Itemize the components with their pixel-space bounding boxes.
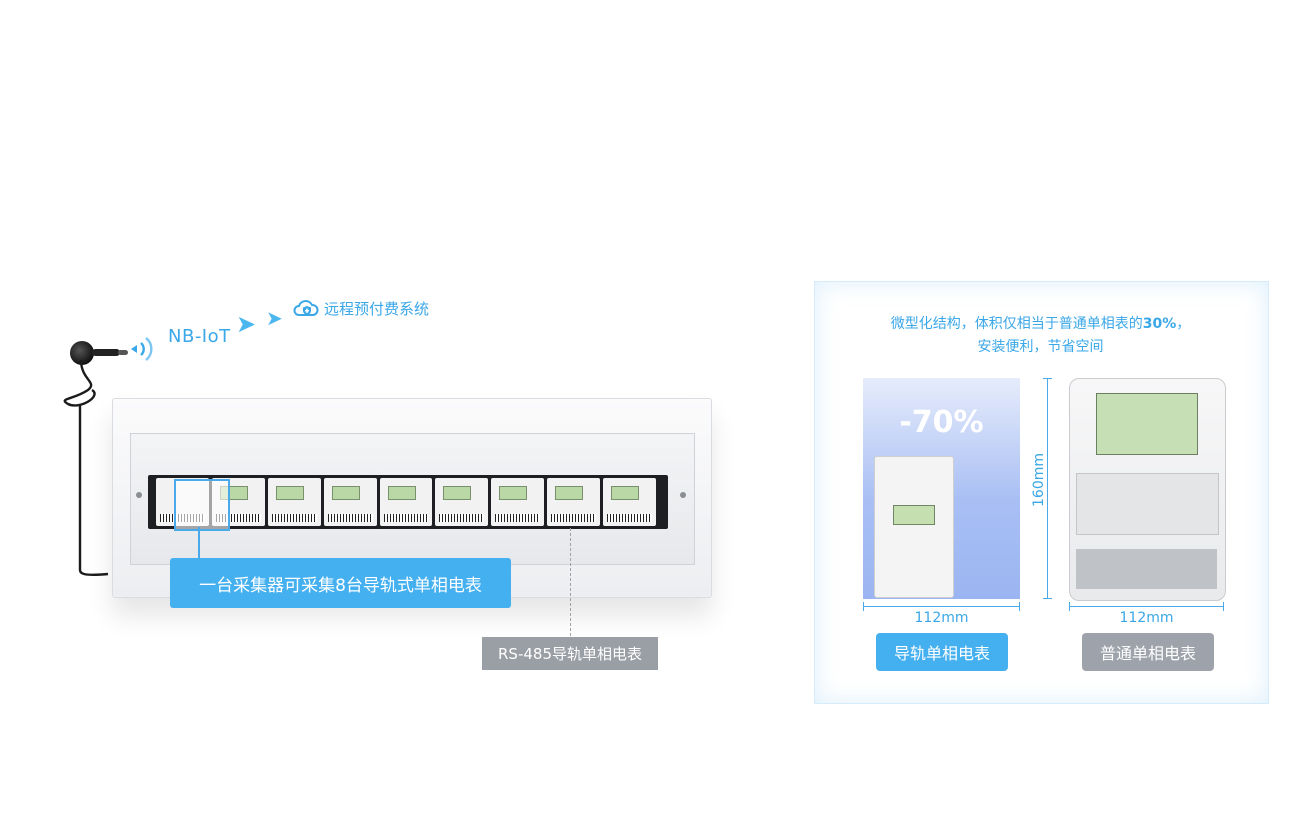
description-text-2: 安装便利，节省空间 — [977, 339, 1104, 355]
rail-width-dimension-line — [863, 602, 1020, 611]
comparison-description: 微型化结构，体积仅相当于普通单相表的30%， 安装便利，节省空间 — [814, 313, 1267, 359]
collector-callout: 一台采集器可采集8台导轨式单相电表 — [170, 558, 511, 608]
cabinet-screw — [680, 492, 686, 498]
antenna-arm — [92, 349, 120, 356]
antenna-cable — [63, 360, 109, 576]
nb-iot-label: NB-IoT — [168, 326, 231, 347]
standard-meter-image — [1069, 378, 1226, 601]
rs485-meter-label: RS-485导轨单相电表 — [482, 637, 658, 670]
cloud-system-text: 远程预付费系统 — [324, 299, 430, 318]
reduction-percent: -70% — [899, 405, 984, 440]
rail-meter-tag[interactable]: 导轨单相电表 — [876, 633, 1008, 671]
callout-connector — [198, 527, 200, 559]
standard-width-dimension-line — [1069, 602, 1224, 611]
meter-strip — [156, 478, 657, 526]
cloud-system-label: 远程预付费系统 — [292, 296, 429, 320]
rail-meter — [267, 478, 321, 526]
description-text: 微型化结构，体积仅相当于普通单相表的 — [890, 316, 1143, 332]
rail-meter — [379, 478, 433, 526]
rail-meter — [603, 478, 657, 526]
height-dimension-line — [1043, 378, 1052, 599]
wifi-signal-icon — [131, 337, 153, 361]
meter-pointer-line — [570, 528, 571, 636]
height-dimension-label: 160mm — [1031, 453, 1047, 507]
cloud-shield-icon — [293, 300, 319, 316]
rail-meter — [323, 478, 377, 526]
rail-meter — [547, 478, 601, 526]
standard-meter-tag[interactable]: 普通单相电表 — [1082, 633, 1214, 671]
cabinet-screw — [136, 492, 142, 498]
rail-meter — [435, 478, 489, 526]
arrow-chevron-icon: ➤ — [236, 310, 257, 338]
arrow-chevron-icon: ➤ — [266, 306, 283, 330]
description-punct: ， — [1176, 316, 1191, 332]
standard-width-label: 112mm — [1119, 610, 1174, 626]
description-highlight: 30% — [1142, 316, 1177, 332]
rail-width-label: 112mm — [914, 610, 969, 626]
rail-meter — [491, 478, 545, 526]
rail-meter-image — [874, 456, 954, 598]
collector-highlight — [174, 479, 230, 531]
antenna-tip — [118, 350, 128, 355]
